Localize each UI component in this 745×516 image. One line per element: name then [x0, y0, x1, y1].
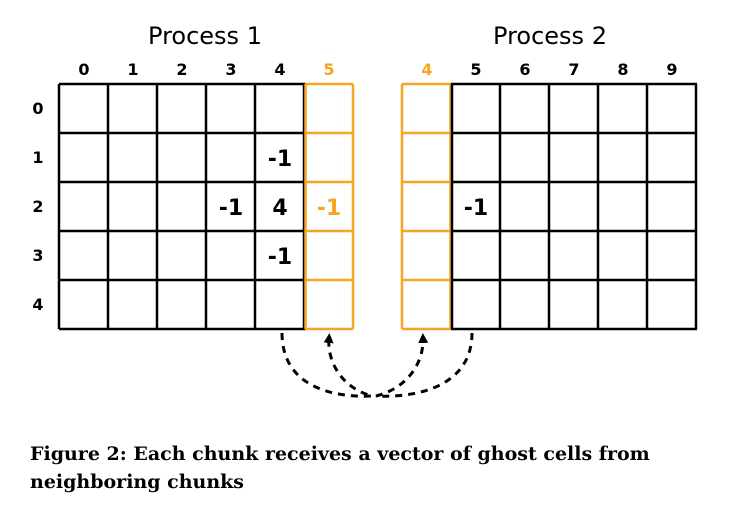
row-label: 0	[32, 99, 43, 118]
cell-value: -1	[268, 147, 292, 172]
p1-col-label: 4	[274, 60, 285, 79]
process1-title: Process 1	[148, 22, 262, 50]
p1-col-label: 2	[176, 60, 187, 79]
cell-value: 4	[272, 196, 287, 221]
p1-ghost-col-label: 5	[323, 60, 334, 79]
process2-column-labels: 4 5 6 7 8 9	[421, 60, 677, 79]
row-label: 2	[32, 197, 43, 216]
cell-value: -1	[219, 196, 243, 221]
p2-col-label: 9	[666, 60, 677, 79]
cell-value: -1	[464, 196, 488, 221]
p1-col-label: 3	[225, 60, 236, 79]
process2-grid	[450, 82, 698, 331]
process2-cell-values: -1	[464, 196, 488, 221]
p1-col-label: 1	[127, 60, 138, 79]
exchange-arrow-to-process2	[375, 332, 474, 398]
process2-ghost-column	[400, 82, 452, 331]
ghost-exchange-arrows	[280, 332, 474, 398]
process2-title: Process 2	[493, 22, 607, 50]
cell-value: -1	[268, 245, 292, 270]
process1-grid	[57, 82, 306, 331]
p2-col-label: 7	[568, 60, 579, 79]
process1-cell-values: -1 -1 4 -1 -1	[219, 147, 341, 270]
p2-col-label: 6	[519, 60, 530, 79]
row-label: 4	[32, 295, 43, 314]
p2-col-label: 5	[470, 60, 481, 79]
row-labels: 0 1 2 3 4	[32, 99, 43, 314]
ghost-cell-diagram: Process 1 Process 2 0 1 2 3 4 5 4 5 6 7 …	[32, 22, 698, 398]
p2-col-label: 8	[617, 60, 628, 79]
p2-ghost-col-label: 4	[421, 60, 432, 79]
row-label: 1	[32, 148, 43, 167]
p1-col-label: 0	[78, 60, 89, 79]
process1-column-labels: 0 1 2 3 4 5	[78, 60, 334, 79]
figure-caption: Figure 2: Each chunk receives a vector o…	[30, 443, 650, 493]
row-label: 3	[32, 246, 43, 265]
exchange-arrow-to-process1	[280, 332, 373, 398]
ghost-cell-value: -1	[317, 196, 341, 221]
process1-ghost-column	[304, 82, 355, 331]
